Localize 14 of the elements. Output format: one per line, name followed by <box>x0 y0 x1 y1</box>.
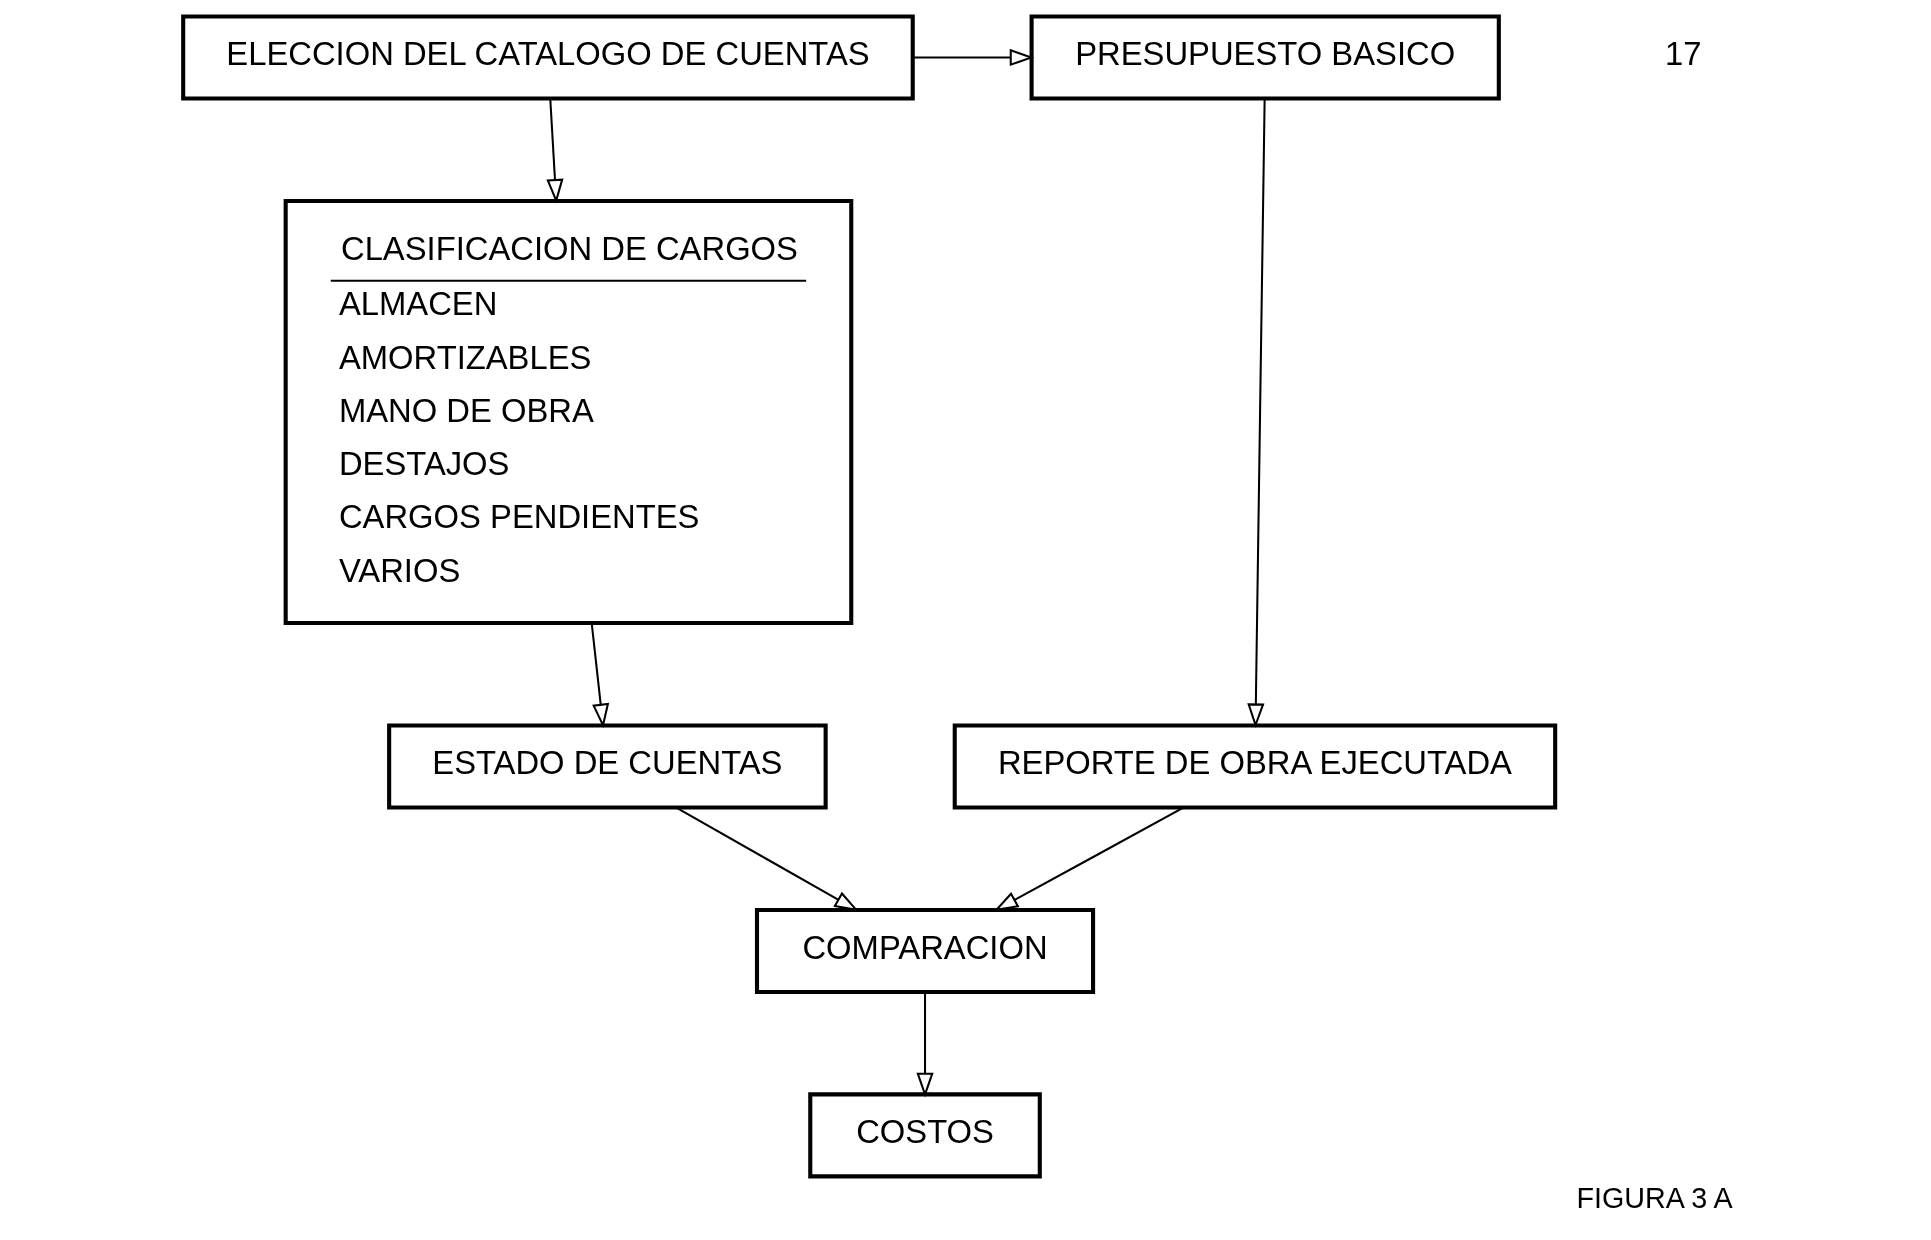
label: 17 <box>1665 35 1702 73</box>
arrow <box>916 992 934 1098</box>
caption: FIGURA 3 A <box>1576 1181 1733 1214</box>
arrow <box>1247 99 1266 729</box>
node-box: PRESUPUESTO BASICO <box>1029 14 1501 101</box>
arrow <box>912 48 1035 67</box>
node-box: COMPARACION <box>754 907 1096 994</box>
node-box: REPORTE DE OBRA EJECUTADA <box>952 723 1558 810</box>
node-box: ESTADO DE CUENTAS <box>387 723 828 810</box>
arrow <box>546 99 564 204</box>
node-box: COSTOS <box>808 1092 1042 1179</box>
arrow <box>590 623 610 729</box>
node-box: ELECCION DEL CATALOGO DE CUENTAS <box>181 14 915 101</box>
node-box: CLASIFICACION DE CARGOS ALMACEN AMORTIZABLES MANO DE OBRA DESTAJOS CARGOS PENDIENTES VARIOS <box>283 198 854 626</box>
